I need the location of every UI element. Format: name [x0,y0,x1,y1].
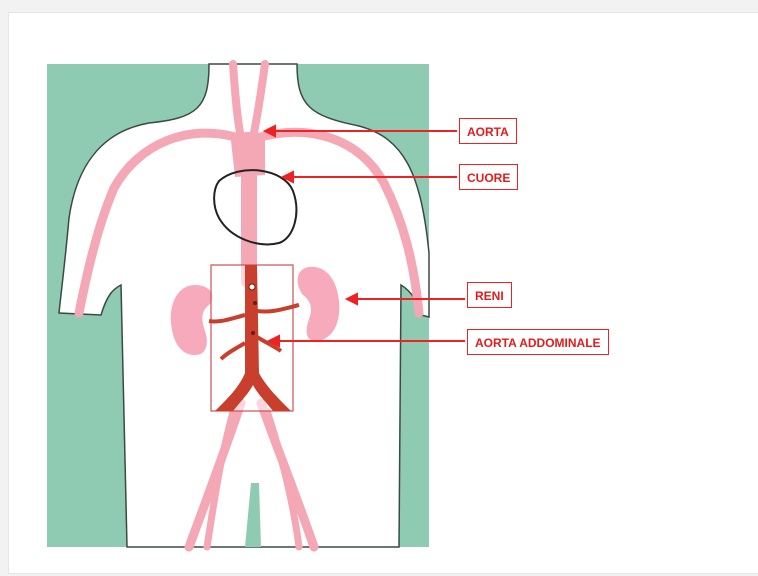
label-aorta-addominale: AORTA ADDOMINALE [467,329,609,355]
label-cuore: CUORE [459,164,518,190]
anatomy-illustration [9,13,758,573]
aorta-node [251,331,255,335]
label-aorta: AORTA [459,118,517,144]
aorta-node [253,301,257,305]
slide: AORTA CUORE RENI AORTA ADDOMINALE [8,12,758,574]
aorta-node [249,284,255,290]
label-reni: RENI [467,282,512,308]
